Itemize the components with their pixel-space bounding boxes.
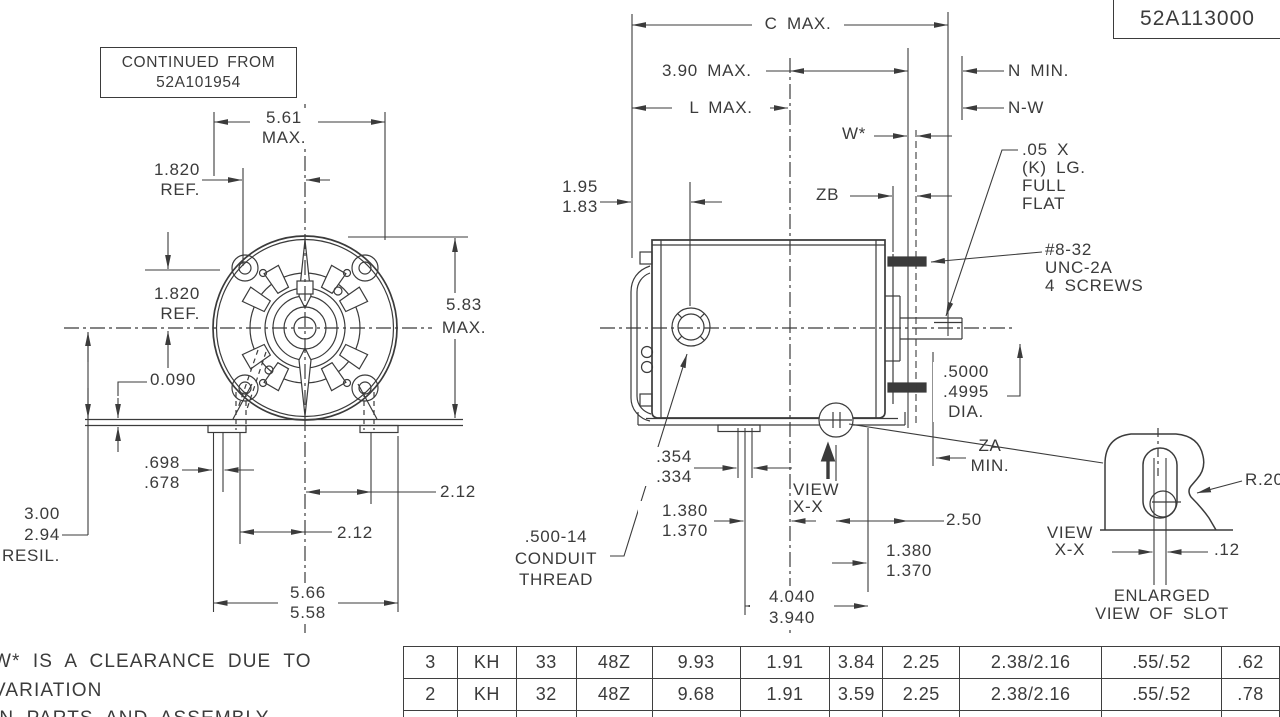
through-bolts	[231, 254, 379, 402]
view-xx-label: VIEW X-X	[791, 480, 842, 516]
assembly-screw-top	[887, 256, 927, 267]
dim-label-c-max: C MAX.	[752, 14, 844, 34]
front-centerlines	[64, 104, 468, 633]
conduit-hole	[671, 307, 711, 347]
table-cell: 48Z	[575, 646, 653, 679]
title-block: 52A113000	[1113, 0, 1280, 39]
table-cell: 3.59	[829, 678, 884, 711]
slot-detail-view	[848, 423, 1243, 585]
table-cell	[829, 710, 884, 717]
dim-label-zb: ZB	[814, 185, 842, 205]
table-cell: 3	[403, 646, 458, 679]
table-row: 2 KH 32 48Z 9.68 1.91 3.59 2.25 2.38/2.1…	[403, 678, 1280, 711]
table-cell: .78	[1220, 678, 1280, 711]
table-cell: 32	[515, 678, 577, 711]
table-cell	[403, 710, 458, 717]
callout-screws: #8-32 UNC-2A 4 SCREWS	[1043, 240, 1146, 295]
view-xx-arrow	[820, 441, 836, 462]
table-cell	[959, 710, 1103, 717]
table-cell	[1101, 710, 1222, 717]
dim-label-ref-side: 1.820 REF.	[132, 284, 202, 323]
table-cell: 9.68	[651, 678, 741, 711]
dim-label-slot-width: .354 .334	[638, 447, 694, 486]
lead-wire-loop	[630, 265, 651, 422]
dim-label-width-max: 5.61 MAX.	[250, 108, 318, 147]
dim-label-shaft-dia: .5000 .4995 DIA.	[933, 362, 999, 422]
table-cell: 2.25	[882, 646, 961, 679]
table-cell	[739, 710, 831, 717]
dim-label-1380-left: 1.380 1.370	[638, 501, 710, 540]
dim-label-za-min: ZA MIN.	[970, 436, 1010, 475]
table-cell	[651, 710, 741, 717]
table-cell: 9.93	[651, 646, 741, 679]
table-cell: 2.25	[882, 678, 961, 711]
motor-side-view	[600, 58, 1012, 633]
dim-label-r20: R.20	[1243, 470, 1280, 490]
clearance-note: W* IS A CLEARANCE DUE TO VARIATION IN PA…	[0, 651, 312, 717]
drawing-number: 52A113000	[1140, 7, 1255, 30]
dim-label-resil-height: 3.00 2.94 RESIL.	[0, 503, 62, 566]
table-cell: .62	[1220, 646, 1280, 679]
dim-label-12: .12	[1212, 540, 1242, 560]
motor-shaft	[900, 317, 963, 340]
table-cell: 1.91	[739, 646, 831, 679]
table-cell	[882, 710, 961, 717]
dim-label-slot-spacing: 4.040 3.940	[750, 586, 834, 628]
table-cell: 48Z	[575, 710, 653, 717]
dim-label-n-min: N MIN.	[1006, 61, 1072, 81]
table-cell	[1220, 710, 1280, 717]
table-cell	[456, 710, 517, 717]
dim-label-w-star: W*	[840, 124, 869, 144]
motor-body	[651, 239, 886, 419]
resilient-base	[85, 349, 463, 434]
spider-blades	[241, 264, 369, 392]
dim-label-250: 2.50	[944, 510, 984, 530]
table-row: 48Z	[403, 710, 1280, 717]
slot-view-xx-label: VIEW X-X	[1040, 524, 1100, 558]
dim-label-n-w: N-W	[1006, 98, 1047, 118]
slot-opening	[1142, 447, 1178, 519]
dim-label-conduit-loc: 1.95 1.83	[534, 177, 600, 216]
dim-label-slot-offset: .698 .678	[124, 453, 182, 492]
table-cell: 33	[515, 646, 577, 679]
dim-label-base-width: 5.66 5.58	[278, 583, 338, 623]
table-row: 3 KH 33 48Z 9.93 1.91 3.84 2.25 2.38/2.1…	[403, 646, 1280, 679]
dim-label-slot-right: 2.12	[438, 482, 478, 502]
dim-label-1380-right: 1.380 1.370	[884, 541, 935, 581]
table-cell: KH	[456, 678, 517, 711]
table-cell: 1.91	[739, 678, 831, 711]
side-centerlines	[600, 58, 1012, 633]
table-cell: KH	[456, 646, 517, 679]
table-cell: 2.38/2.16	[959, 678, 1103, 711]
table-cell: 2	[403, 678, 458, 711]
mounting-base	[637, 412, 906, 433]
table-cell: 2.38/2.16	[959, 646, 1103, 679]
motor-front-view	[64, 104, 468, 633]
dim-label-390-max: 3.90 MAX.	[660, 61, 754, 81]
table-cell: .55/.52	[1101, 646, 1222, 679]
slot-boss-outline	[1104, 433, 1217, 531]
dim-label-pad-thickness: 0.090	[148, 370, 199, 390]
slot-detail-caption: ENLARGED VIEW OF SLOT	[1088, 587, 1236, 623]
table-cell: 3.84	[829, 646, 884, 679]
table-cell	[515, 710, 577, 717]
dim-label-l-max: L MAX.	[672, 98, 770, 118]
continued-from-box: CONTINUED FROM 52A101954	[100, 47, 297, 98]
assembly-screw-bottom	[887, 382, 927, 393]
dim-label-slot-left: 2.12	[335, 523, 375, 543]
callout-shaft-flat: .05 X (K) LG. FULL FLAT	[1020, 140, 1088, 213]
dim-label-ref-top: 1.820 REF.	[116, 160, 202, 199]
callout-conduit-thread: .500-14 CONDUIT THREAD	[506, 526, 606, 591]
table-cell: .55/.52	[1101, 678, 1222, 711]
dimension-table: 3 KH 33 48Z 9.93 1.91 3.84 2.25 2.38/2.1…	[403, 646, 1280, 717]
dim-label-height-max: 5.83 MAX.	[432, 293, 496, 339]
table-cell: 48Z	[575, 678, 653, 711]
